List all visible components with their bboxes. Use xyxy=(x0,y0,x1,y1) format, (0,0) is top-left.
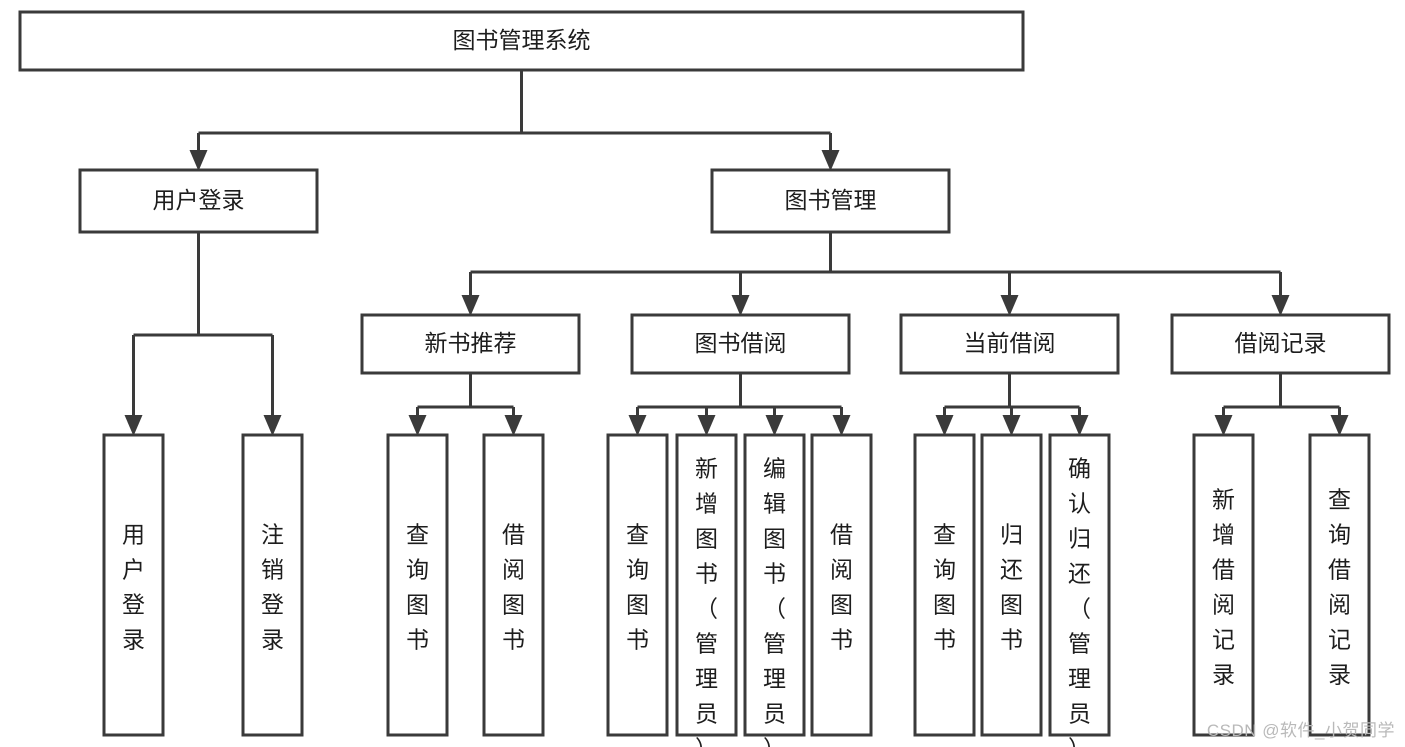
connector-group xyxy=(461,232,1290,316)
node-box[interactable] xyxy=(386,433,449,737)
node-box[interactable] xyxy=(899,313,1120,375)
arrow-head-icon xyxy=(189,150,208,171)
node-n-borrow[interactable]: 图书借阅 xyxy=(630,313,851,375)
arrow-head-icon xyxy=(935,415,954,436)
node-label: 编辑图书（管理员） xyxy=(763,455,786,747)
node-box[interactable] xyxy=(18,10,1025,72)
node-layer: 图书管理系统用户登录图书管理新书推荐图书借阅当前借阅借阅记录用户登录注销登录查询… xyxy=(18,10,1391,747)
node-box[interactable] xyxy=(360,313,581,375)
arrow-head-icon xyxy=(408,415,427,436)
node-l-logout[interactable]: 注销登录 xyxy=(241,433,304,737)
node-label: 确认归还（管理员） xyxy=(1068,455,1091,747)
node-box[interactable] xyxy=(810,433,873,737)
arrow-head-icon xyxy=(504,415,523,436)
node-n-user-login[interactable]: 用户登录 xyxy=(78,168,319,234)
arrow-head-icon xyxy=(1002,415,1021,436)
node-label: 借阅图书 xyxy=(830,521,853,652)
connector-group xyxy=(124,232,282,436)
node-n-new-rec[interactable]: 新书推荐 xyxy=(360,313,581,375)
node-box[interactable] xyxy=(743,433,806,737)
node-l-b-add[interactable]: 新增图书（管理员） xyxy=(675,433,738,747)
arrow-head-icon xyxy=(1070,415,1089,436)
node-label: 当前借阅 xyxy=(964,330,1056,356)
node-box[interactable] xyxy=(1048,433,1111,737)
arrow-head-icon xyxy=(765,415,784,436)
arrow-head-icon xyxy=(821,150,840,171)
node-label: 用户登录 xyxy=(122,521,145,652)
node-l-b-edit[interactable]: 编辑图书（管理员） xyxy=(743,433,806,747)
arrow-head-icon xyxy=(461,295,480,316)
node-box[interactable] xyxy=(630,313,851,375)
node-label: 归还图书 xyxy=(1000,521,1023,652)
node-box[interactable] xyxy=(1192,433,1255,737)
node-box[interactable] xyxy=(675,433,738,737)
node-l-c-return[interactable]: 归还图书 xyxy=(980,433,1043,737)
node-l-b-lend[interactable]: 借阅图书 xyxy=(810,433,873,737)
node-label: 借阅记录 xyxy=(1235,330,1327,356)
node-l-r-query[interactable]: 查询借阅记录 xyxy=(1308,433,1371,737)
node-label: 查询图书 xyxy=(406,521,429,652)
node-box[interactable] xyxy=(710,168,951,234)
arrow-head-icon xyxy=(1330,415,1349,436)
node-l-nr-borrow[interactable]: 借阅图书 xyxy=(482,433,545,737)
node-label: 查询图书 xyxy=(626,521,649,652)
arrow-head-icon xyxy=(124,415,143,436)
node-l-c-query[interactable]: 查询图书 xyxy=(913,433,976,737)
node-box[interactable] xyxy=(78,168,319,234)
node-box[interactable] xyxy=(606,433,669,737)
node-label: 用户登录 xyxy=(153,187,245,213)
node-label: 图书借阅 xyxy=(695,330,787,356)
node-n-current[interactable]: 当前借阅 xyxy=(899,313,1120,375)
connector-group xyxy=(628,373,851,436)
arrow-head-icon xyxy=(697,415,716,436)
arrow-head-icon xyxy=(1214,415,1233,436)
node-box[interactable] xyxy=(102,433,165,737)
node-label: 借阅图书 xyxy=(502,521,525,652)
node-root[interactable]: 图书管理系统 xyxy=(18,10,1025,72)
arrow-head-icon xyxy=(731,295,750,316)
connector-group xyxy=(935,373,1089,436)
node-box[interactable] xyxy=(1308,433,1371,737)
node-l-r-add[interactable]: 新增借阅记录 xyxy=(1192,433,1255,737)
arrow-head-icon xyxy=(1000,295,1019,316)
node-l-user-login[interactable]: 用户登录 xyxy=(102,433,165,737)
node-l-b-query[interactable]: 查询图书 xyxy=(606,433,669,737)
node-label: 注销登录 xyxy=(261,521,284,652)
node-label: 新增借阅记录 xyxy=(1212,486,1235,687)
node-box[interactable] xyxy=(913,433,976,737)
arrow-head-icon xyxy=(1271,295,1290,316)
connector-layer xyxy=(124,70,1349,436)
node-label: 新书推荐 xyxy=(425,330,517,356)
node-label: 图书管理 xyxy=(785,187,877,213)
node-box[interactable] xyxy=(482,433,545,737)
node-label: 查询图书 xyxy=(933,521,956,652)
arrow-head-icon xyxy=(628,415,647,436)
arrow-head-icon xyxy=(263,415,282,436)
node-n-book-mgmt[interactable]: 图书管理 xyxy=(710,168,951,234)
node-label: 查询借阅记录 xyxy=(1328,486,1351,687)
node-l-c-confirm[interactable]: 确认归还（管理员） xyxy=(1048,433,1111,747)
node-l-nr-query[interactable]: 查询图书 xyxy=(386,433,449,737)
arrow-head-icon xyxy=(832,415,851,436)
connector-group xyxy=(1214,373,1349,436)
node-box[interactable] xyxy=(980,433,1043,737)
node-label: 图书管理系统 xyxy=(453,27,591,53)
node-box[interactable] xyxy=(1170,313,1391,375)
node-n-record[interactable]: 借阅记录 xyxy=(1170,313,1391,375)
connector-group xyxy=(408,373,523,436)
node-box[interactable] xyxy=(241,433,304,737)
node-label: 新增图书（管理员） xyxy=(695,455,718,747)
watermark-label: CSDN @软件_小贺同学 xyxy=(1206,721,1395,740)
connector-group xyxy=(189,70,840,171)
